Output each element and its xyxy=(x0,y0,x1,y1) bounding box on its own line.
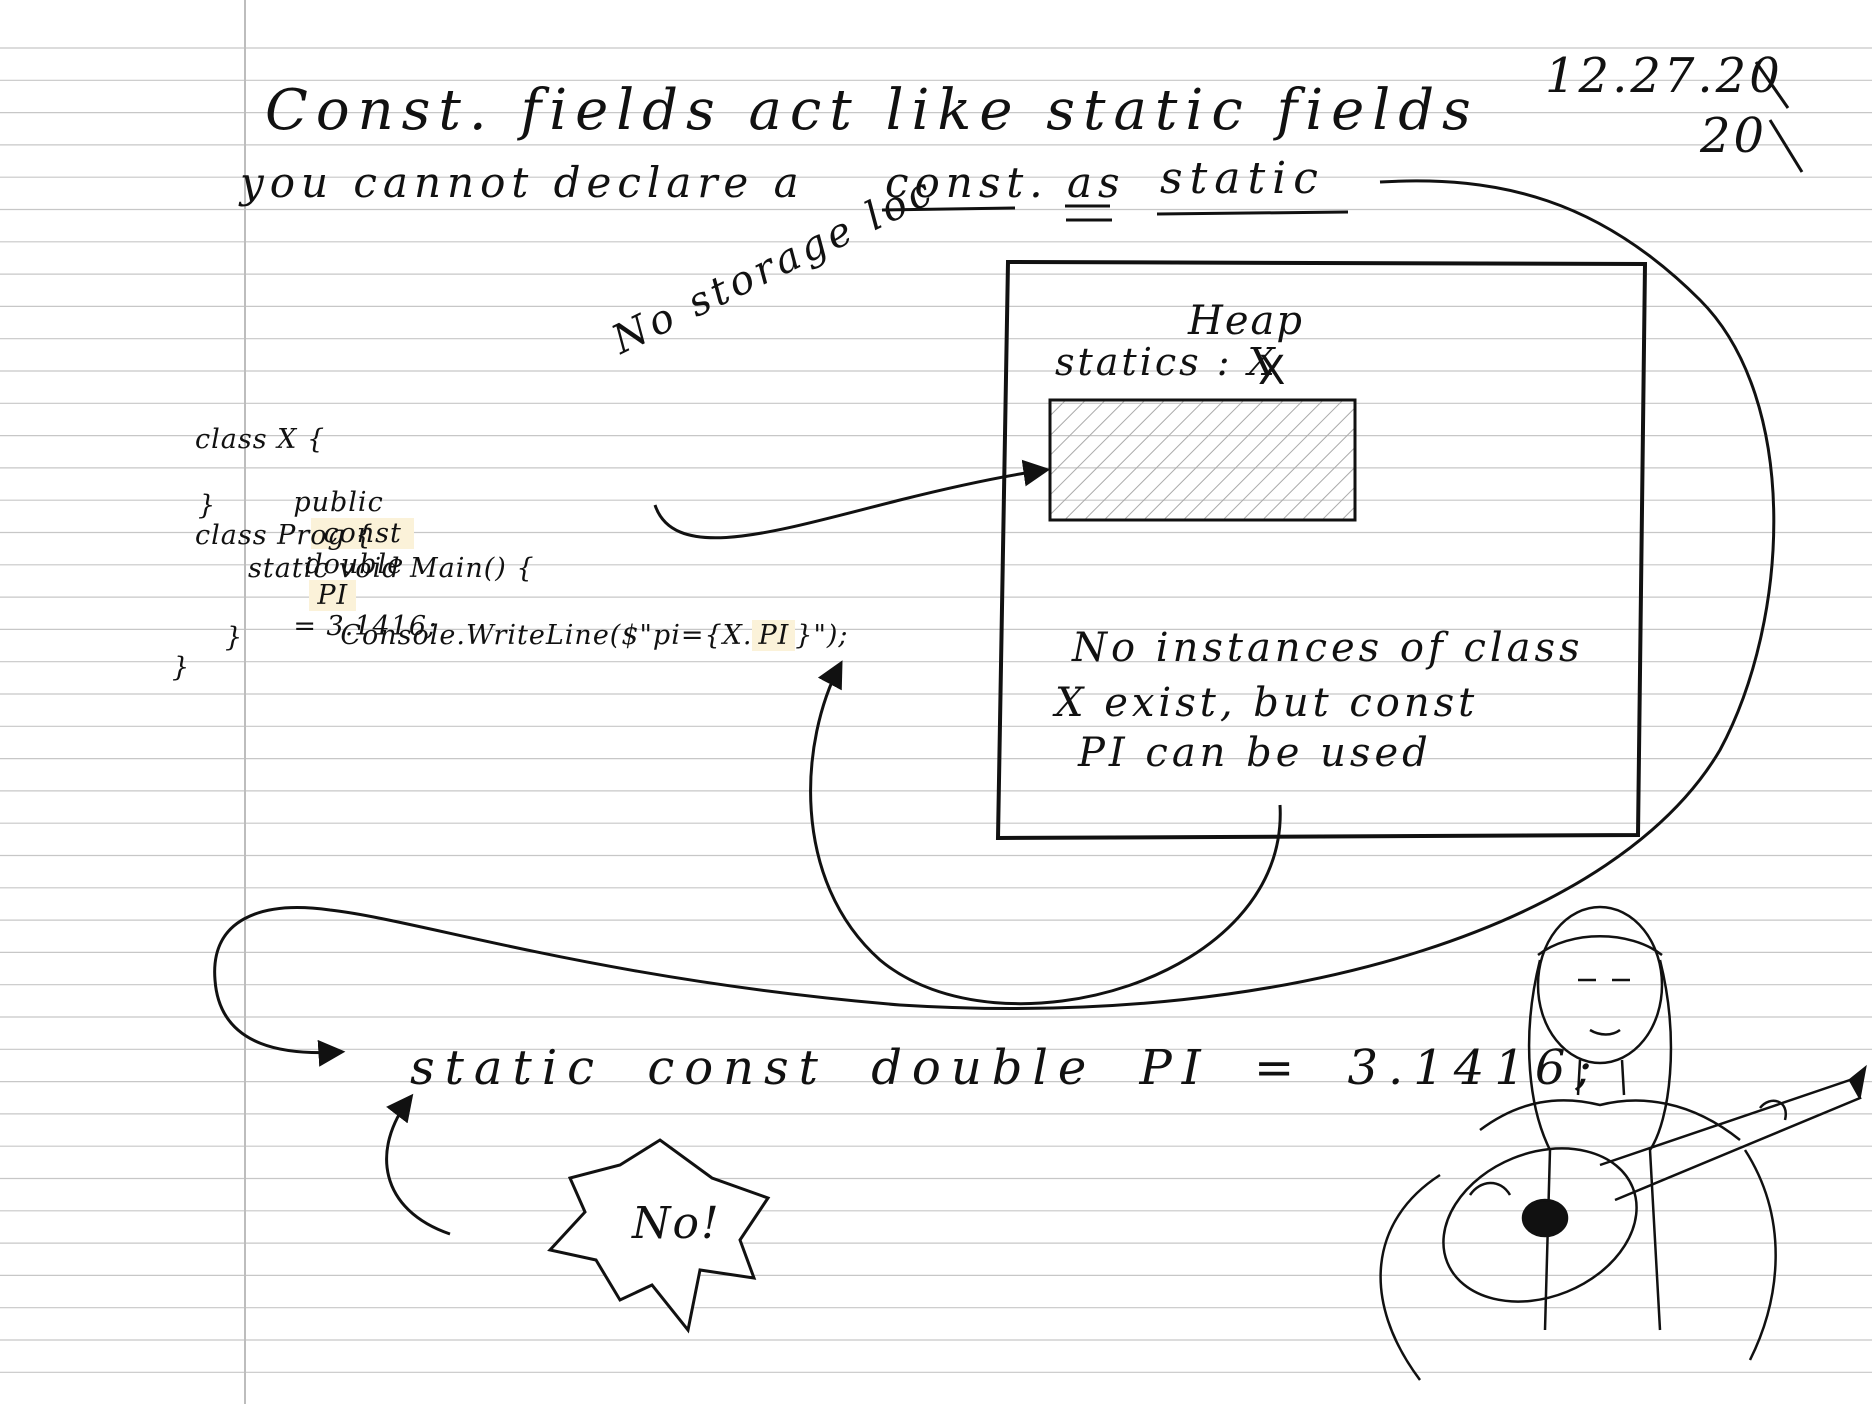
code-line-6: Console.WriteLine($"pi={X.PI}"); xyxy=(302,589,849,682)
headband xyxy=(1537,935,1663,956)
woman-playing-lute-illustration xyxy=(1379,905,1867,1381)
statics-storage-slot xyxy=(1048,398,1357,522)
code-writeline: Console.WriteLine($"pi={X. xyxy=(340,620,753,651)
arrow-no-to-static xyxy=(385,1093,451,1236)
mouth xyxy=(1589,1028,1621,1036)
date-line-2: 20 xyxy=(1700,108,1768,164)
sleeve-left xyxy=(1379,1173,1441,1381)
code-pi-highlight: PI xyxy=(309,580,357,611)
arrow-pi-to-heap xyxy=(653,459,1051,540)
heap-note-line-1: No instances of class xyxy=(1072,625,1584,671)
heap-note-line-3: PI can be used xyxy=(1078,730,1432,776)
subtitle-const: const. xyxy=(885,158,1049,207)
heap-box xyxy=(995,259,1648,841)
code-line-5: static void Main() { xyxy=(248,553,535,584)
subtitle-as: as xyxy=(1067,158,1126,207)
underline-static xyxy=(1156,210,1349,216)
code-public: public xyxy=(293,487,384,518)
head-outline xyxy=(1536,905,1664,1065)
heap-note-line-2: X exist, but const xyxy=(1055,680,1479,726)
code-double: double xyxy=(305,549,405,580)
code-line-7: } xyxy=(225,622,244,653)
starburst-icon xyxy=(547,1138,771,1334)
code-line-2: public const double PI = 3.1416; xyxy=(255,456,437,673)
code-assign: = 3.1416; xyxy=(293,611,438,642)
lute-neck xyxy=(1599,1078,1862,1202)
subtitle-prefix: you cannot declare a xyxy=(240,158,805,207)
x-mark: X xyxy=(1258,348,1285,394)
code-line-3: } xyxy=(198,490,217,521)
date-slash-1 xyxy=(1754,61,1790,109)
hair-left xyxy=(1527,959,1552,1331)
arrow-static-loop xyxy=(213,179,1776,1067)
lute-headstock xyxy=(1848,1064,1867,1099)
lute-body xyxy=(1442,1147,1638,1303)
heap-title: Heap xyxy=(1188,298,1305,344)
subtitle-static: static xyxy=(1160,153,1325,204)
date-line-1: 12.27.20 xyxy=(1545,48,1783,104)
sleeve-right xyxy=(1743,1149,1777,1361)
code-const-highlight: const xyxy=(311,518,414,549)
hand xyxy=(1468,1099,1788,1196)
arrow-heap-to-code xyxy=(809,660,1282,1006)
shoulders xyxy=(1479,1099,1741,1141)
code-writeline-end: }"); xyxy=(795,620,849,651)
underline-const xyxy=(881,206,1016,212)
no-burst-label: No! xyxy=(632,1198,721,1249)
invalid-declaration: static const double PI = 3.1416; xyxy=(410,1040,1602,1096)
code-line-8: } xyxy=(172,652,191,683)
hair-right xyxy=(1648,959,1673,1331)
lute-soundhole xyxy=(1521,1198,1569,1238)
code-line-1: class X { xyxy=(195,424,326,455)
neck xyxy=(1576,1059,1626,1096)
code-line-4: class Prog { xyxy=(195,520,374,551)
page-title: Const. fields act like static fields xyxy=(265,78,1479,143)
date-slash-2 xyxy=(1768,119,1804,173)
heap-statics-label: statics : X xyxy=(1055,340,1278,384)
code-pi-ref-highlight: PI xyxy=(752,620,796,651)
